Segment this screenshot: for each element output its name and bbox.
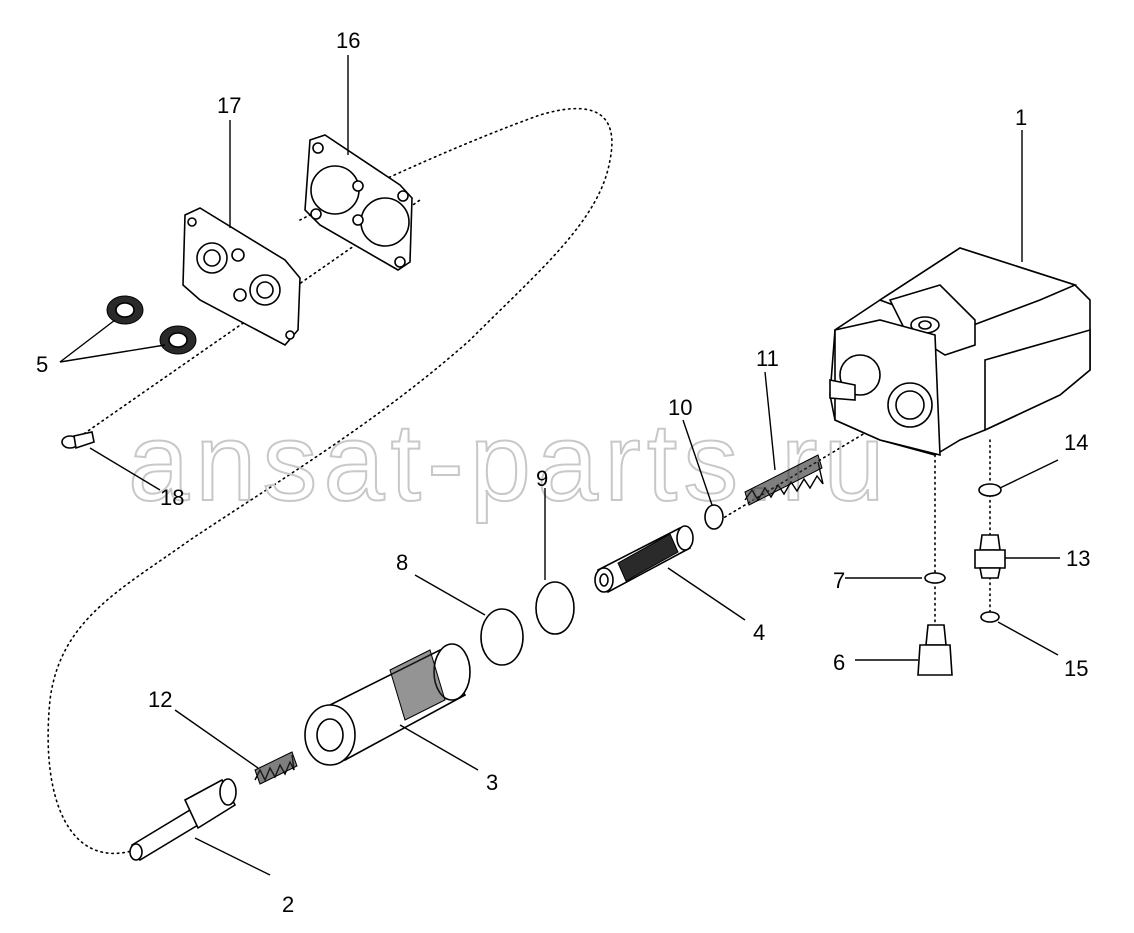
callout-10: 10 <box>668 395 692 420</box>
callout-14: 14 <box>1064 430 1088 455</box>
part-8-o-ring <box>480 608 524 666</box>
callout-13: 13 <box>1066 546 1090 571</box>
callout-8: 8 <box>396 550 408 575</box>
part-17-cover-plate <box>182 207 301 347</box>
part-3-sleeve <box>304 643 471 766</box>
callout-7: 7 <box>833 568 845 593</box>
callout-18: 18 <box>160 485 184 510</box>
watermark: ansat-parts.ru <box>128 401 891 524</box>
callout-16: 16 <box>336 28 360 53</box>
callout-15: 15 <box>1064 656 1088 681</box>
part-4-spool <box>594 525 694 594</box>
leader-lines <box>59 55 1060 876</box>
part-1-valve-housing <box>829 247 1091 457</box>
part-18-screw <box>61 431 95 450</box>
part-6-fitting <box>917 624 953 676</box>
part-10-o-ring <box>704 504 724 530</box>
callout-4: 4 <box>753 620 765 645</box>
callout-9: 9 <box>536 466 548 491</box>
part-12-spring <box>254 751 298 785</box>
callout-17: 17 <box>217 93 241 118</box>
part-14-o-ring <box>978 483 1002 497</box>
callout-1: 1 <box>1015 105 1027 130</box>
callout-6: 6 <box>833 650 845 675</box>
part-7-o-ring <box>924 572 946 584</box>
callout-11: 11 <box>756 346 779 371</box>
callout-5: 5 <box>36 352 48 377</box>
part-15-o-ring <box>980 611 1000 623</box>
part-11-spring <box>744 454 824 506</box>
callout-2: 2 <box>282 892 294 917</box>
part-2-plunger <box>129 778 237 862</box>
part-5-seals <box>106 295 197 355</box>
part-13-fitting <box>974 534 1006 579</box>
callout-3: 3 <box>486 770 498 795</box>
callout-12: 12 <box>148 687 172 712</box>
part-9-o-ring <box>535 581 575 635</box>
part-16-gasket <box>304 134 413 271</box>
